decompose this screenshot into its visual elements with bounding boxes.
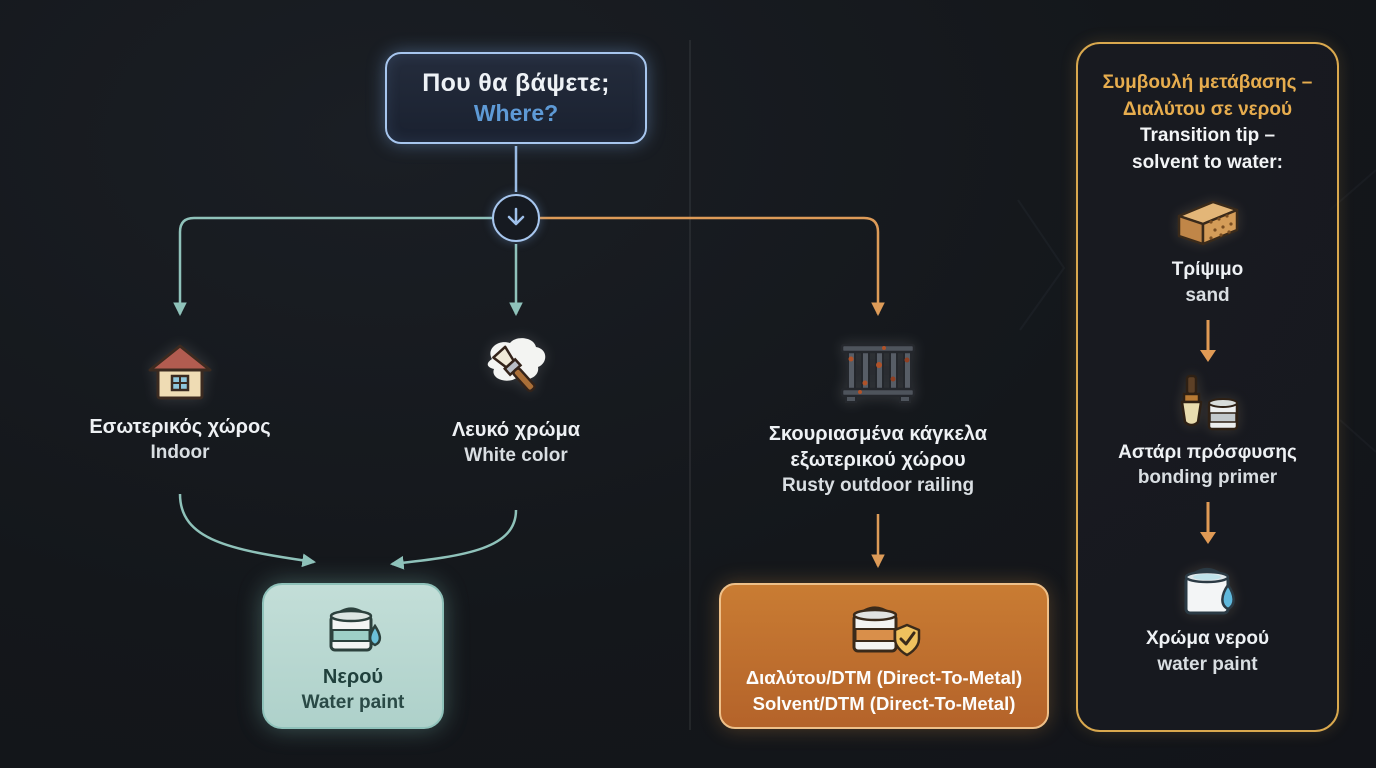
tip-step-primer: Αστάρι πρόσφυσης bonding primer <box>1118 373 1297 491</box>
tip-step-sand: Τρίψιμο sand <box>1171 194 1245 308</box>
solvent-label-english: Solvent/DTM (Direct-To-Metal) <box>752 693 1016 714</box>
primer-brush-can-icon <box>1181 374 1239 430</box>
solvent-can-shield-icon <box>852 606 921 657</box>
root-question-english: Where? <box>473 100 559 126</box>
house-icon <box>148 344 212 400</box>
result-box-water-paint: Νερού Water paint <box>262 583 444 729</box>
connector-indoor <box>173 216 492 317</box>
solvent-label-greek: Διαλύτου/DTM (Direct-To-Metal) <box>745 667 1023 689</box>
tip-down-arrow-icon <box>1199 319 1216 362</box>
branch-node-white-color: Λευκό χρώμα White color <box>424 333 608 469</box>
result-box-solvent-dtm: Διαλύτου/DTM (Direct-To-Metal) Solvent/D… <box>719 583 1049 729</box>
white-color-label-english: White color <box>464 445 568 466</box>
tip-step-water-greek: Χρώμα νερού <box>1145 628 1270 650</box>
tip-down-arrow-icon <box>1199 502 1216 545</box>
tip-step-sand-greek: Τρίψιμο <box>1171 259 1244 281</box>
root-question-greek: Που θα βάψετε; <box>422 69 610 97</box>
water-paint-can-icon <box>329 607 382 652</box>
water-paint-can-glow-icon <box>1184 568 1236 615</box>
branch-node-indoor: Εσωτερικός χώρος Indoor <box>88 338 272 466</box>
decorative-line <box>1017 199 1066 331</box>
tip-title-greek-2: Διαλύτου σε νερού <box>1122 98 1293 120</box>
connector-rusty-railing <box>540 216 885 317</box>
root-question-box: Που θα βάψετε; Where? <box>385 52 647 144</box>
indoor-label-english: Indoor <box>150 442 210 463</box>
connector-indoor-to-water <box>178 493 317 568</box>
water-paint-label-greek: Νερού <box>322 666 384 689</box>
sanding-sponge-icon <box>1177 201 1238 246</box>
rusty-railing-label-greek-1: Σκουριασμένα κάγκελα <box>768 423 988 445</box>
water-paint-label-english: Water paint <box>301 692 405 714</box>
tip-step-primer-english: bonding primer <box>1137 467 1278 489</box>
tip-step-primer-greek: Αστάρι πρόσφυσης <box>1118 441 1297 463</box>
rusty-railing-label-english: Rusty outdoor railing <box>781 475 975 496</box>
tip-step-sand-english: sand <box>1185 285 1230 307</box>
down-arrow-icon <box>507 207 525 226</box>
tip-title-english-1: Transition tip – <box>1139 125 1276 147</box>
branch-split-circle <box>492 194 540 242</box>
tip-title: Συμβουλή μετάβασης – Διαλύτου σε νερού T… <box>1103 70 1313 176</box>
rusty-railing-label-greek-2: εξωτερικού χώρου <box>790 449 966 471</box>
paintbrush-icon <box>487 338 546 393</box>
branch-node-rusty-railing: Σκουριασμένα κάγκελα εξωτερικού χώρου Ru… <box>756 333 1000 499</box>
tip-title-greek-1: Συμβουλή μετάβασης – <box>1102 72 1313 93</box>
connector-white-to-water <box>389 509 518 570</box>
indoor-label-greek: Εσωτερικός χώρος <box>89 416 271 438</box>
tip-title-english-2: solvent to water: <box>1132 151 1283 173</box>
tip-step-water-paint: Χρώμα νερού water paint <box>1146 555 1269 677</box>
tip-step-water-english: water paint <box>1157 653 1258 675</box>
transition-tip-panel: Συμβουλή μετάβασης – Διαλύτου σε νερού T… <box>1076 42 1339 732</box>
white-color-label-greek: Λευκό χρώμα <box>451 419 581 441</box>
railing-icon <box>840 343 916 403</box>
